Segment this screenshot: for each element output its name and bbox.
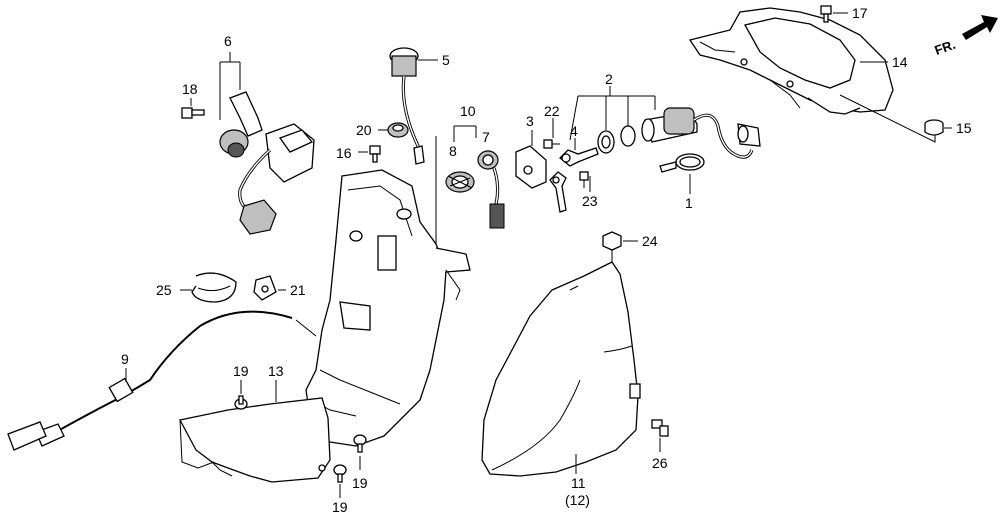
screw-part-22 (543, 139, 560, 149)
clip-part-21 (253, 275, 277, 301)
cable-part-9 (7, 310, 317, 451)
callout-7: 7 (482, 129, 490, 145)
socket-part-7 (477, 150, 505, 229)
keys-part-4 (549, 147, 599, 213)
clip-part-19a (234, 395, 248, 410)
cap-part-15 (924, 119, 944, 136)
callout-11: 11 (571, 475, 586, 491)
callout-21: 21 (290, 282, 306, 298)
callout-25: 25 (156, 282, 172, 298)
callout-26: 26 (652, 455, 668, 471)
clamp-part-1 (659, 153, 705, 173)
callout-6: 6 (224, 33, 232, 49)
nut-part-24 (602, 231, 622, 262)
bracket-part-3 (515, 145, 547, 189)
callout-20: 20 (356, 122, 372, 138)
front-direction-arrow: FR. (933, 15, 998, 58)
callout-10: 10 (460, 103, 476, 119)
callout-17: 17 (852, 5, 868, 21)
bolt-part-18 (181, 107, 205, 119)
ignition-switch-part-2 (597, 107, 761, 159)
nut-part-20 (387, 122, 409, 138)
callout-9: 9 (121, 351, 129, 367)
callout-8: 8 (449, 143, 457, 159)
callout-19b: 19 (352, 475, 368, 491)
callout-13: 13 (268, 363, 284, 379)
callout-19c: 19 (332, 499, 348, 515)
callout-5: 5 (442, 52, 450, 68)
screw-part-26 (651, 419, 669, 437)
handlebar-cover-part-14 (688, 7, 894, 115)
inner-cover-panel (305, 169, 471, 447)
socket-part-5 (389, 47, 425, 165)
callout-24: 24 (642, 233, 658, 249)
clip-part-19b (353, 434, 367, 453)
callout-14: 14 (892, 54, 908, 70)
callout-18: 18 (182, 81, 198, 97)
clip-part-19c (333, 464, 347, 483)
callout-3: 3 (526, 113, 534, 129)
callout-4: 4 (570, 123, 578, 139)
callout-12: (12) (565, 492, 590, 508)
bolt-part-17 (820, 5, 832, 23)
callout-22: 22 (544, 103, 560, 119)
callout-2: 2 (605, 71, 613, 87)
harness-part-6 (219, 91, 315, 235)
side-cover-part-11 (481, 261, 641, 477)
callout-19a: 19 (233, 363, 249, 379)
cover-part-13 (179, 397, 331, 483)
callout-23: 23 (582, 193, 598, 209)
callout-15: 15 (956, 120, 972, 136)
band-part-25 (191, 272, 237, 303)
front-direction-label: FR. (933, 37, 958, 58)
grommet-part-8 (445, 171, 475, 193)
callout-1: 1 (685, 195, 693, 211)
callout-16: 16 (336, 145, 352, 161)
screw-part-16 (369, 145, 381, 163)
screw-part-23 (579, 171, 589, 188)
